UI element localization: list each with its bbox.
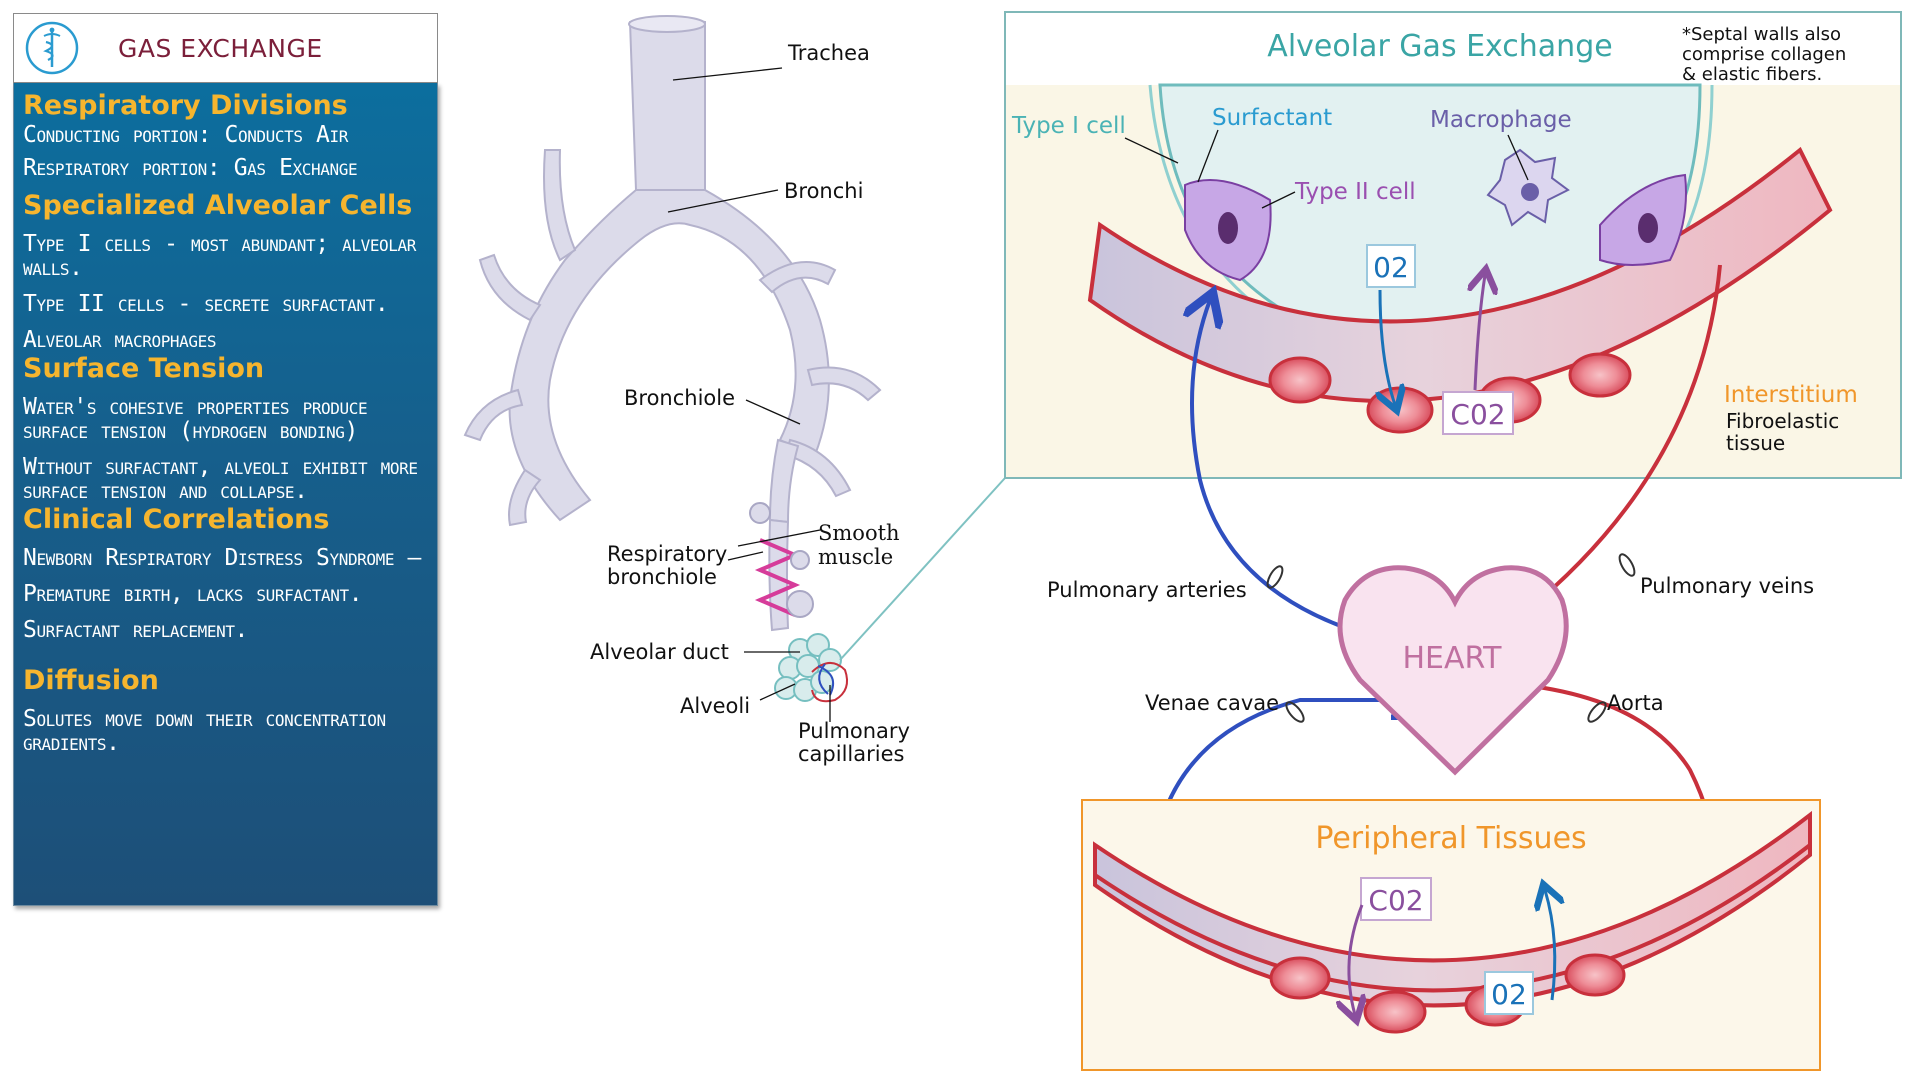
section-item: Water's cohesive properties produce surf… <box>23 394 368 444</box>
alveolar-box: Alveolar Gas Exchange *Septal walls also… <box>1004 11 1902 479</box>
bronchiole-label: Bronchiole <box>624 386 735 410</box>
fibroelastic-label: tissue <box>1726 431 1785 455</box>
alveolar-box-title: Alveolar Gas Exchange <box>1267 29 1612 64</box>
macrophage-label: Macrophage <box>1430 107 1572 133</box>
type1-cell-label: Type I cell <box>1011 113 1126 139</box>
pulmonary-artery-arrow <box>1192 300 1386 642</box>
bronchi-label: Bronchi <box>784 179 863 203</box>
smooth-muscle <box>754 538 801 617</box>
panel-body: Respiratory Divisions Conducting portion… <box>13 83 438 906</box>
peripheral-co2-arrow <box>1349 904 1362 1015</box>
section-item: Without surfactant, alveoli exhibit more… <box>23 454 418 504</box>
section-item: Solutes move down their concentration gr… <box>23 706 386 756</box>
section-item: Surfactant replacement. <box>23 617 248 643</box>
alveolar-duct-label: Alveolar duct <box>590 640 729 664</box>
type2-cell-label: Type II cell <box>1294 179 1416 205</box>
section-item: Alveolar macrophages <box>23 327 217 353</box>
caduceus-logo-icon <box>25 21 79 75</box>
pulmonary-arteries-label: Pulmonary arteries <box>1047 578 1247 602</box>
venae-cavae-label: Venae cavae <box>1145 691 1279 715</box>
pulmonary-capillaries-label: capillaries <box>798 742 904 766</box>
section-item: Type II cells - secrete surfactant. <box>23 291 389 317</box>
zoom-connector <box>839 477 1006 661</box>
heart-icon <box>1337 565 1569 776</box>
vessel-clamp-icons <box>1266 553 1636 723</box>
respiratory-bronchiole-alveoli <box>749 502 814 618</box>
surfactant-label: Surfactant <box>1212 105 1332 131</box>
pulmonary-veins-label: Pulmonary veins <box>1640 574 1814 598</box>
peripheral-box-title: Peripheral Tissues <box>1315 821 1586 856</box>
panel-header: GAS EXCHANGE <box>13 13 438 83</box>
smooth-muscle-label: muscle <box>818 545 893 569</box>
o2-diffusion-arrow <box>1380 289 1395 405</box>
peripheral-co2-label: C02 <box>1368 884 1423 917</box>
section-item: Premature birth, lacks surfactant. <box>23 581 363 607</box>
respiratory-bronchiole-label: bronchiole <box>607 565 717 589</box>
co2-badge <box>1442 391 1514 435</box>
alveoli-cluster <box>774 633 842 702</box>
fibroelastic-label: Fibroelastic <box>1726 409 1839 433</box>
pulmonary-capillaries-label: Pulmonary <box>798 719 910 743</box>
section-item: Conducting portion: Conducts Air <box>23 122 348 148</box>
heart-label: HEART <box>1402 641 1502 676</box>
aorta-label: Aorta <box>1607 691 1664 715</box>
o2-label: 02 <box>1373 251 1409 284</box>
co2-diffusion-arrow <box>1475 275 1485 391</box>
septal-note: & elastic fibers. <box>1682 64 1822 85</box>
section-heading: Respiratory Divisions <box>23 90 348 121</box>
section-heading: Surface Tension <box>23 353 265 384</box>
septal-note: comprise collagen <box>1682 44 1846 65</box>
alveoli-label: Alveoli <box>680 694 750 718</box>
panel-title: GAS EXCHANGE <box>118 33 323 63</box>
respiratory-bronchiole-label: Respiratory <box>607 542 727 566</box>
peripheral-co2-badge <box>1360 877 1432 921</box>
section-heading: Diffusion <box>23 665 159 696</box>
airway-tree <box>463 15 882 632</box>
leader-lines <box>667 67 831 722</box>
peripheral-box <box>1081 799 1821 1071</box>
smooth-muscle-label: Smooth <box>818 521 900 545</box>
section-heading: Clinical Correlations <box>23 504 330 535</box>
peripheral-o2-badge <box>1484 971 1534 1015</box>
section-item: Type I cells - most abundant; alveolar w… <box>23 231 416 281</box>
o2-badge <box>1366 244 1416 288</box>
trachea-label: Trachea <box>787 41 870 65</box>
summary-panel: GAS EXCHANGE Respiratory Divisions Condu… <box>13 13 438 906</box>
septal-note: *Septal walls also <box>1682 24 1841 45</box>
section-item: Newborn Respiratory Distress Syndrome — <box>23 545 422 571</box>
peripheral-o2-arrow <box>1545 890 1555 1001</box>
pulmonary-capillaries <box>811 662 848 703</box>
peripheral-o2-label: 02 <box>1491 978 1527 1011</box>
section-heading: Specialized Alveolar Cells <box>23 190 413 221</box>
co2-label: C02 <box>1450 398 1505 431</box>
interstitium-label: Interstitium <box>1724 382 1858 408</box>
section-item: Respiratory portion: Gas Exchange <box>23 155 358 181</box>
